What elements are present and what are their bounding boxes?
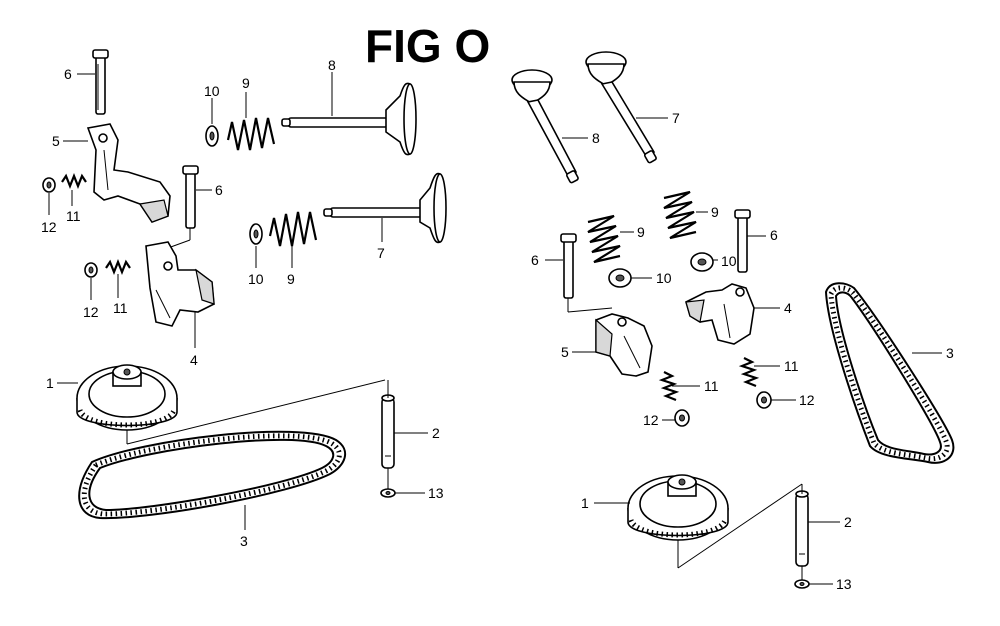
callout-13-left: 13 <box>428 485 444 501</box>
right-lock-nut-left <box>674 409 690 427</box>
right-valve-right <box>585 51 657 164</box>
left-rocker-arm-lower <box>145 241 215 327</box>
right-valve-left <box>511 69 579 184</box>
callout-9-left-upper: 9 <box>242 75 250 91</box>
right-adjuster-screw-left <box>658 371 680 402</box>
callout-13-right: 13 <box>836 576 852 592</box>
callout-6-left-lower: 6 <box>215 182 223 198</box>
callout-6-left-upper: 6 <box>64 66 72 82</box>
callout-5-right: 5 <box>561 344 569 360</box>
callout-12-left-lower: 12 <box>83 304 99 320</box>
left-timing-belt <box>78 430 347 520</box>
left-washer <box>380 488 396 498</box>
right-valve-spring-left <box>587 214 621 264</box>
right-valve-spring-right <box>663 190 697 240</box>
callout-7-left: 7 <box>377 245 385 261</box>
left-adjuster-screw-lower <box>105 259 131 275</box>
right-adjuster-screw-right <box>738 357 760 388</box>
callout-12-left-upper: 12 <box>41 219 57 235</box>
left-valve-upper <box>281 82 417 156</box>
left-valve-spring-upper <box>226 117 276 151</box>
callout-9-right-left: 9 <box>637 224 645 240</box>
callout-4-left: 4 <box>190 352 198 368</box>
left-lock-nut-lower <box>84 262 98 278</box>
left-bolt-lower <box>182 165 199 229</box>
callout-6-right-left: 6 <box>531 252 539 268</box>
left-lock-nut-upper <box>42 177 56 193</box>
callout-6-right-right: 6 <box>770 227 778 243</box>
callout-12-right-right: 12 <box>799 392 815 408</box>
right-valve-retainer-right <box>690 252 714 272</box>
callout-10-left-upper: 10 <box>204 83 220 99</box>
callout-11-right-left: 11 <box>704 378 719 394</box>
callout-3-right: 3 <box>946 345 954 361</box>
left-rocker-arm-upper <box>86 123 171 223</box>
callout-4-right: 4 <box>784 300 792 316</box>
callout-1-left: 1 <box>46 375 54 391</box>
callout-2-left: 2 <box>432 425 440 441</box>
callout-9-left-lower: 9 <box>287 271 295 287</box>
right-camshaft-pulley <box>627 474 729 541</box>
right-timing-belt <box>824 282 955 464</box>
left-camshaft-pin <box>381 394 395 469</box>
left-valve-lower <box>323 172 447 244</box>
callout-5-left-upper: 5 <box>52 133 60 149</box>
left-adjuster-screw-upper <box>61 173 87 189</box>
callout-3-left: 3 <box>240 533 248 549</box>
callout-10-right-right: 10 <box>721 253 737 269</box>
left-camshaft-pulley <box>76 364 178 431</box>
right-bolt-right <box>734 209 751 273</box>
left-valve-retainer-upper <box>205 125 219 147</box>
callout-8-left: 8 <box>328 57 336 73</box>
right-washer <box>794 579 810 589</box>
callout-11-left-upper: 11 <box>66 208 81 224</box>
left-bolt-upper <box>92 49 109 115</box>
callout-10-left-lower: 10 <box>248 271 264 287</box>
callout-10-right-left: 10 <box>656 270 672 286</box>
right-rocker-arm-5 <box>595 313 653 377</box>
callout-2-right: 2 <box>844 514 852 530</box>
right-lock-nut-right <box>756 391 772 409</box>
callout-12-right-left: 12 <box>643 412 659 428</box>
callout-11-right-right: 11 <box>784 358 799 374</box>
right-camshaft-pin <box>795 490 809 567</box>
figure-title: FIG O <box>365 20 490 72</box>
right-valve-retainer-left <box>608 268 632 288</box>
callout-1-right: 1 <box>581 495 589 511</box>
callout-7-right: 7 <box>672 110 680 126</box>
right-rocker-arm-4 <box>685 283 755 345</box>
right-bolt-left <box>560 233 577 299</box>
callout-11-left-lower: 11 <box>113 300 128 316</box>
left-valve-spring-lower <box>268 211 318 247</box>
callout-8-right: 8 <box>592 130 600 146</box>
left-valve-retainer-lower <box>249 223 263 245</box>
callout-9-right-right: 9 <box>711 204 719 220</box>
